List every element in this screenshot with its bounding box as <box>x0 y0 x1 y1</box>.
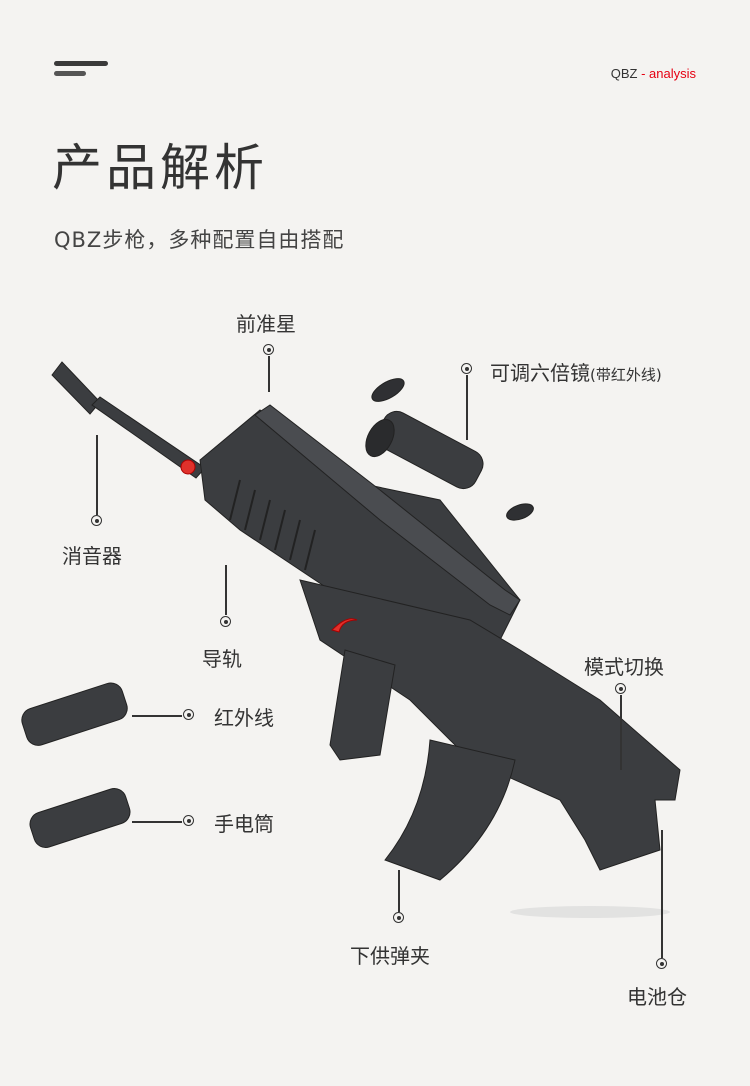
tag-prefix: QBZ <box>610 66 638 81</box>
label-flashlight: 手电筒 <box>214 812 274 836</box>
menu-bar-long <box>54 61 108 66</box>
label-battery: 电池仓 <box>627 985 687 1009</box>
rail-line <box>225 565 227 615</box>
battery-marker <box>656 958 667 969</box>
mode-switch-line <box>620 695 622 770</box>
magazine-marker <box>393 912 404 923</box>
infrared-marker <box>183 709 194 720</box>
muzzle-marker <box>91 515 102 526</box>
scope-label: 可调六倍镜 <box>490 361 590 385</box>
scope-note: (带红外线) <box>590 366 662 384</box>
label-infrared: 红外线 <box>214 706 274 730</box>
tag-separator: - <box>637 66 650 81</box>
label-magazine: 下供弹夹 <box>350 944 430 968</box>
muzzle-brake <box>51 361 101 415</box>
page-subtitle: QBZ步枪，多种配置自由搭配 <box>54 228 345 252</box>
infrared-line <box>132 715 182 717</box>
mode-switch-marker <box>615 683 626 694</box>
scope-line <box>466 375 468 440</box>
flashlight-marker <box>183 815 194 826</box>
magazine-line <box>398 870 400 912</box>
front-sight-line <box>268 356 270 392</box>
magazine <box>384 739 516 881</box>
section-tag: QBZ - analysis <box>611 66 696 81</box>
flashlight-line <box>132 821 182 823</box>
flashlight-accessory <box>29 788 131 848</box>
front-sight-marker <box>263 344 274 355</box>
label-mode-switch: 模式切换 <box>584 655 664 679</box>
label-scope: 可调六倍镜(带红外线) <box>490 357 662 386</box>
carry-handle <box>254 404 521 616</box>
label-muzzle: 消音器 <box>62 544 122 568</box>
battery-line <box>661 830 663 958</box>
receiver <box>299 579 681 871</box>
rail-marker <box>220 616 231 627</box>
label-front-sight: 前准星 <box>236 312 296 336</box>
label-rail: 导轨 <box>202 647 242 671</box>
infrared-accessory <box>21 682 128 746</box>
tag-suffix: analysis <box>649 66 696 81</box>
page-title: 产品解析 <box>52 139 268 197</box>
scope-marker <box>461 363 472 374</box>
pistol-grip <box>329 649 396 761</box>
muzzle-line <box>96 435 98 515</box>
menu-bar-short <box>54 71 86 76</box>
